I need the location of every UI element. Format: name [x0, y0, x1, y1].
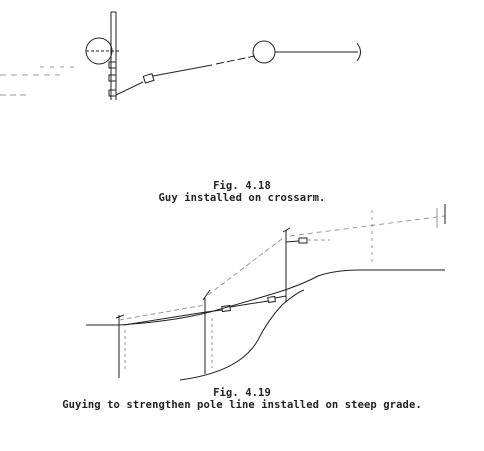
guy-insulator-upper	[299, 238, 307, 243]
line-wire-2-3	[208, 238, 283, 295]
guy-wire-pole2-a	[206, 310, 222, 312]
pole-2-top	[203, 290, 210, 300]
pole-3-top	[283, 228, 290, 232]
figure-4-18-text: Guy installed on crossarm.	[158, 192, 326, 204]
insulator-2	[109, 75, 116, 81]
guy-wire-pole1-pole2	[124, 312, 206, 325]
insulator-3	[109, 90, 116, 96]
figure-4-19-text: Guying to strengthen pole line installed…	[62, 399, 422, 411]
guy-insulator-lower	[222, 305, 231, 311]
figure-4-18-number: Fig. 4.18	[213, 180, 271, 192]
crossarm-guy-drawing	[0, 12, 361, 100]
anchor-pole-circle	[253, 41, 275, 63]
steep-grade-guy-drawing	[86, 204, 445, 380]
guy-wire-segment-1	[116, 82, 143, 95]
line-wire-3-right	[290, 216, 445, 236]
pole-1-crossarm	[116, 315, 124, 318]
span-guy-anchor-end	[357, 43, 361, 61]
ground-profile-slope	[118, 270, 445, 325]
guy-strain-insulator	[143, 74, 154, 83]
guy-wire-pole2-c	[275, 296, 286, 298]
guy-wire-segment-2	[153, 65, 212, 76]
guy-wire-pole2-b	[230, 301, 268, 307]
ground-profile-lower	[180, 290, 304, 380]
figure-4-18-caption: Fig. 4.18 Guy installed on crossarm.	[0, 180, 484, 204]
guy-wire-segment-3	[216, 56, 255, 64]
insulator-1	[109, 62, 116, 68]
figure-4-19-number: Fig. 4.19	[213, 387, 271, 399]
figure-4-19-caption: Fig. 4.19 Guying to strengthen pole line…	[0, 387, 484, 411]
line-wire-1-2	[119, 305, 205, 320]
guy-insulator-middle	[268, 296, 276, 302]
guy-wire-pole3-top	[286, 241, 299, 242]
